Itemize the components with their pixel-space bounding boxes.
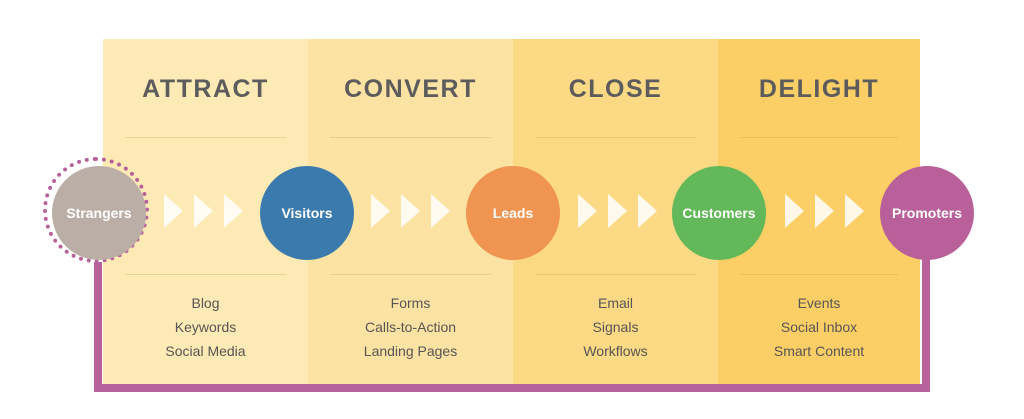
node-leads: Leads xyxy=(466,166,560,260)
tool-item: Signals xyxy=(592,319,639,335)
stage-title-delight: DELIGHT xyxy=(758,75,880,103)
loop-line-bottom xyxy=(94,384,930,392)
tool-item: Workflows xyxy=(583,343,648,359)
stage-tools-convert: Forms Calls-to-Action Landing Pages xyxy=(308,291,513,363)
chevron-arrow-icon xyxy=(194,194,213,228)
stage-divider-bottom xyxy=(740,274,898,275)
node-label: Leads xyxy=(492,205,534,221)
tool-item: Blog xyxy=(191,295,220,311)
stage-divider-top xyxy=(535,137,696,138)
chevron-arrow-icon xyxy=(785,194,804,228)
stage-tools-close: Email Signals Workflows xyxy=(513,291,718,363)
chevron-arrow-icon xyxy=(431,194,450,228)
stage-tools-delight: Events Social Inbox Smart Content xyxy=(718,291,920,363)
arrows-visitors-to-leads xyxy=(371,194,453,228)
tool-item: Social Media xyxy=(165,343,246,359)
chevron-arrow-icon xyxy=(578,194,597,228)
node-label: Strangers xyxy=(66,205,132,221)
loop-line-left xyxy=(94,262,102,392)
tool-item: Calls-to-Action xyxy=(364,319,457,335)
node-visitors: Visitors xyxy=(260,166,354,260)
node-promoters: Promoters xyxy=(880,166,974,260)
tool-item: Landing Pages xyxy=(363,343,458,359)
stage-divider-top xyxy=(125,137,286,138)
chevron-arrow-icon xyxy=(371,194,390,228)
tool-item: Keywords xyxy=(174,319,237,335)
node-label: Customers xyxy=(682,205,756,221)
stage-divider-top xyxy=(740,137,898,138)
chevron-arrow-icon xyxy=(608,194,627,228)
arrows-strangers-to-visitors xyxy=(164,194,246,228)
chevron-arrow-icon xyxy=(815,194,834,228)
stage-title-convert: CONVERT xyxy=(344,75,477,103)
chevron-arrow-icon xyxy=(224,194,243,228)
loop-line-right xyxy=(922,255,930,392)
stage-tools-attract: Blog Keywords Social Media xyxy=(103,291,308,363)
tool-item: Email xyxy=(597,295,633,311)
tool-item: Events xyxy=(797,295,841,311)
arrows-leads-to-customers xyxy=(578,194,660,228)
chevron-arrow-icon xyxy=(401,194,420,228)
stage-title-close: CLOSE xyxy=(568,75,663,103)
tool-item: Forms xyxy=(390,295,431,311)
strangers-dashed-ring xyxy=(43,157,149,263)
node-label: Visitors xyxy=(281,205,333,221)
stage-title-attract: ATTRACT xyxy=(142,75,269,103)
stage-divider-top xyxy=(330,137,491,138)
chevron-arrow-icon xyxy=(164,194,183,228)
stage-divider-bottom xyxy=(330,274,491,275)
node-label: Promoters xyxy=(891,205,963,221)
tool-item: Social Inbox xyxy=(780,319,858,335)
chevron-arrow-icon xyxy=(638,194,657,228)
node-strangers: Strangers xyxy=(52,166,146,260)
arrows-customers-to-promoters xyxy=(785,194,867,228)
stage-divider-bottom xyxy=(535,274,696,275)
node-customers: Customers xyxy=(672,166,766,260)
tool-item: Smart Content xyxy=(773,343,865,359)
stage-divider-bottom xyxy=(125,274,286,275)
chevron-arrow-icon xyxy=(845,194,864,228)
